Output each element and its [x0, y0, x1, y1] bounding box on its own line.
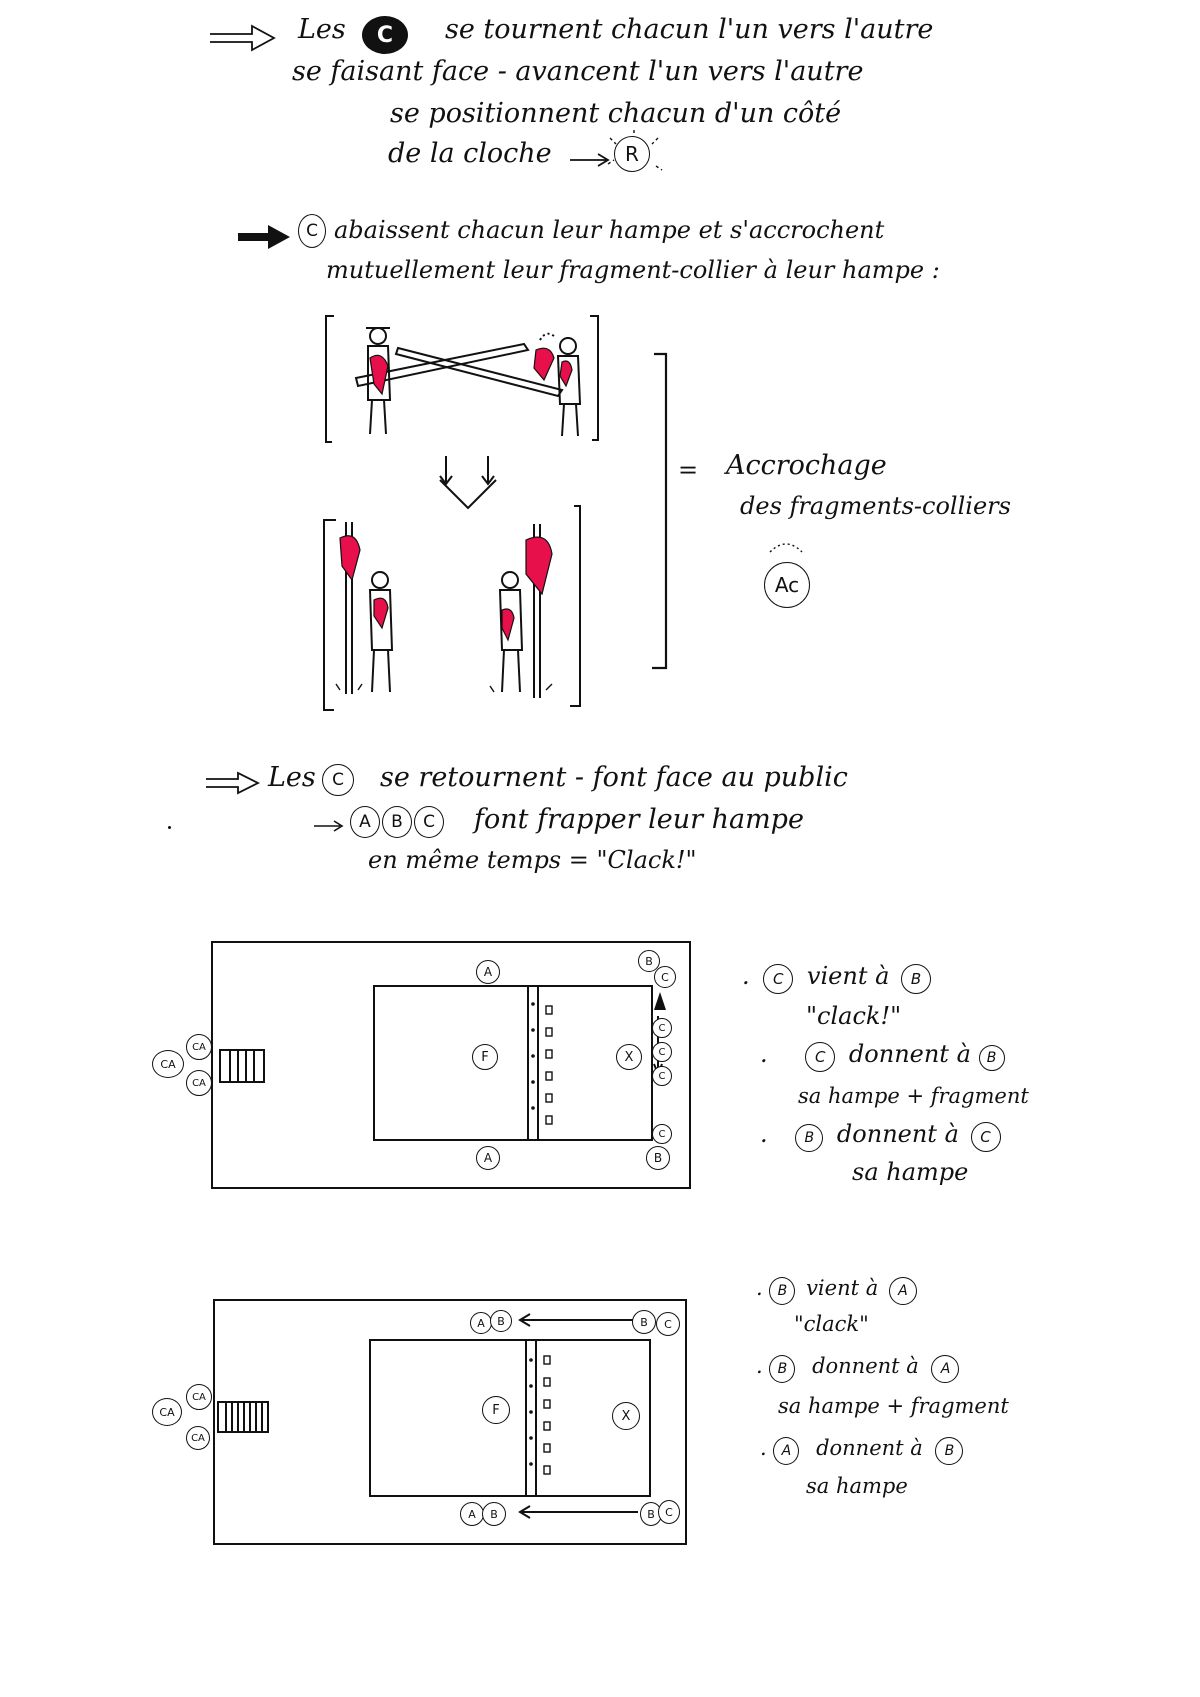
bell-symbol: R	[614, 136, 650, 172]
hollow-arrow-icon	[210, 24, 276, 52]
bell-ring-icon	[607, 130, 663, 171]
s3-line2: font frapper leur hampe	[474, 804, 804, 835]
label-b: B	[638, 950, 660, 972]
note-row: . B donnent à A	[756, 1354, 960, 1383]
label-x: X	[616, 1044, 642, 1070]
stage-plan-2	[213, 1299, 687, 1545]
label-f: F	[472, 1044, 498, 1070]
label-ca: CA	[152, 1398, 182, 1426]
note-text: sa hampe	[852, 1158, 969, 1186]
label-ca: CA	[186, 1034, 212, 1060]
note-clack: "clack!"	[806, 1002, 902, 1030]
label-ca: CA	[186, 1384, 212, 1410]
note-text: sa hampe + fragment	[798, 1084, 1029, 1108]
s2-line2: mutuellement leur fragment-collier à leu…	[326, 256, 940, 284]
s3-line3: en même temps = "Clack!"	[368, 846, 697, 874]
arrow-right-icon	[570, 153, 610, 167]
c-symbol: C	[414, 806, 444, 838]
note-row: . C donnent à B	[760, 1040, 1005, 1072]
label-c: C	[652, 1042, 672, 1062]
label-f: F	[482, 1396, 510, 1424]
c-symbol: C	[322, 764, 354, 796]
right-bracket	[652, 352, 668, 670]
label-b: B	[632, 1310, 656, 1334]
label-b: B	[482, 1502, 506, 1526]
solid-arrow-icon	[238, 225, 290, 249]
label-a: A	[470, 1312, 492, 1334]
label-a: A	[476, 1146, 500, 1170]
label-c: C	[656, 1312, 680, 1336]
s1-line3: se positionnent chacun d'un côté	[390, 98, 842, 129]
note-clack: "clack"	[794, 1312, 869, 1336]
c-filled-symbol: C	[362, 16, 408, 54]
label-ca: CA	[186, 1426, 210, 1450]
arrow-right-icon	[314, 820, 344, 832]
hanging-illustration	[323, 315, 599, 711]
c-symbol: C	[298, 214, 326, 248]
label-c: C	[654, 966, 676, 988]
note-row: . A donnent à B	[760, 1436, 964, 1465]
note-text: sa hampe + fragment	[778, 1394, 1009, 1418]
s1-line2: se faisant face - avancent l'un vers l'a…	[292, 56, 864, 87]
note-text: sa hampe	[806, 1474, 908, 1498]
label-x: X	[612, 1402, 640, 1430]
caption-accrochage: Accrochage	[726, 450, 887, 481]
s1-line1: se tournent chacun l'un vers l'autre	[445, 14, 934, 45]
label-b: B	[646, 1146, 670, 1170]
s1-line4: de la cloche	[388, 138, 552, 169]
hollow-arrow-icon	[206, 771, 260, 795]
note-row: . C vient à B	[742, 962, 932, 994]
ink-dot	[168, 826, 171, 829]
s1-les: Les	[298, 14, 346, 45]
note-row: . B donnent à C	[760, 1120, 1001, 1152]
b-symbol: B	[382, 806, 412, 838]
s3-les: Les	[268, 762, 316, 793]
label-ca: CA	[186, 1070, 212, 1096]
ac-symbol: Ac	[764, 562, 810, 608]
ac-ring-icon	[769, 543, 803, 553]
stage-plan-1	[211, 941, 691, 1189]
label-c: C	[652, 1124, 672, 1144]
label-ca: CA	[152, 1050, 184, 1078]
label-c: C	[658, 1500, 680, 1524]
caption-fragments: des fragments-colliers	[740, 492, 1011, 520]
note-row: . B vient à A	[756, 1276, 917, 1305]
label-b: B	[490, 1310, 512, 1332]
equals-sign: =	[678, 456, 699, 484]
a-symbol: A	[350, 806, 380, 838]
fragment-necklace-shapes	[339, 347, 573, 642]
label-c: C	[652, 1066, 672, 1086]
label-c: C	[652, 1018, 672, 1038]
label-a: A	[460, 1502, 484, 1526]
s2-line1: abaissent chacun leur hampe et s'accroch…	[334, 216, 885, 244]
s3-line1: se retournent - font face au public	[380, 762, 848, 793]
label-a: A	[476, 960, 500, 984]
